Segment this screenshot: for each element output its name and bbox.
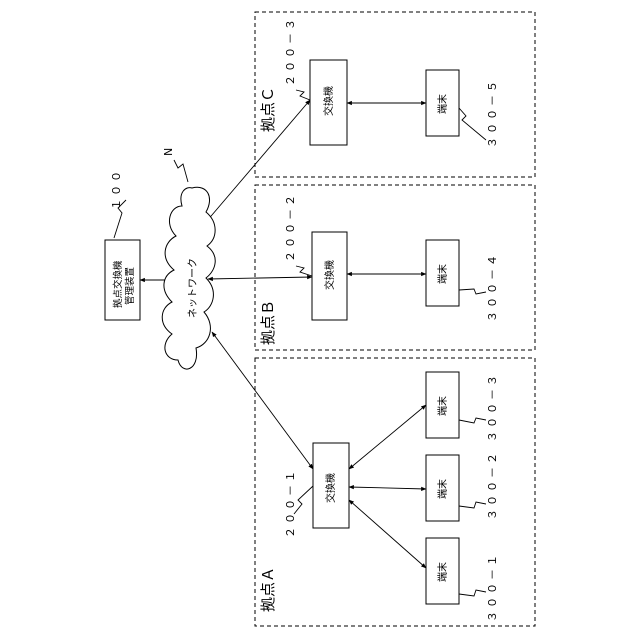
link-switch-1-terminal-3 <box>349 405 426 469</box>
switch-200-2-leader <box>296 266 312 276</box>
terminal-300-2-leader <box>459 502 486 508</box>
terminal-300-2-label: 端末 <box>436 479 449 499</box>
terminal-300-2-ref: ３００－２ <box>486 450 499 520</box>
terminal-300-3-leader <box>459 418 486 423</box>
switch-200-3-leader <box>296 90 310 100</box>
switch-200-1-ref: ２００－１ <box>284 468 297 538</box>
site-a-label: 拠点Ａ <box>259 567 277 612</box>
terminal-300-5-label: 端末 <box>436 94 449 114</box>
network-ref: N <box>162 148 175 156</box>
link-switch-1-terminal-2 <box>349 487 426 489</box>
network-ref-leader <box>174 160 188 182</box>
site-b-label: 拠点Ｂ <box>259 300 277 345</box>
terminal-300-4-ref: ３００－４ <box>486 252 499 322</box>
terminal-300-5-leader <box>459 108 486 140</box>
manager-label-line2: 管理装置 <box>124 267 136 305</box>
network-label: ネットワーク <box>187 258 199 318</box>
terminal-300-4-label: 端末 <box>436 264 449 284</box>
switch-200-2-ref: ２００－２ <box>284 192 297 262</box>
terminal-300-3-ref: ３００－３ <box>486 372 499 442</box>
switch-200-2-label: 交換機 <box>323 260 336 290</box>
terminal-300-1-label: 端末 <box>436 562 449 582</box>
link-switch-1-terminal-1 <box>349 500 426 568</box>
site-c-label: 拠点Ｃ <box>259 87 277 132</box>
terminal-300-4-leader <box>459 289 486 294</box>
terminal-300-5-ref: ３００－５ <box>486 78 499 148</box>
terminal-300-1-ref: ３００－１ <box>486 552 499 622</box>
manager-ref: １００ <box>110 168 123 210</box>
switch-200-3-ref: ２００－３ <box>284 16 297 86</box>
switch-200-3-label: 交換機 <box>322 86 335 116</box>
terminal-300-1-leader <box>459 590 486 596</box>
link-network-switch-2 <box>208 277 312 279</box>
manager-label-line1: 拠点交換機 <box>112 260 124 308</box>
link-network-switch-1 <box>212 332 313 469</box>
terminal-300-3-label: 端末 <box>436 396 449 416</box>
switch-200-1-label: 交換機 <box>324 473 337 503</box>
